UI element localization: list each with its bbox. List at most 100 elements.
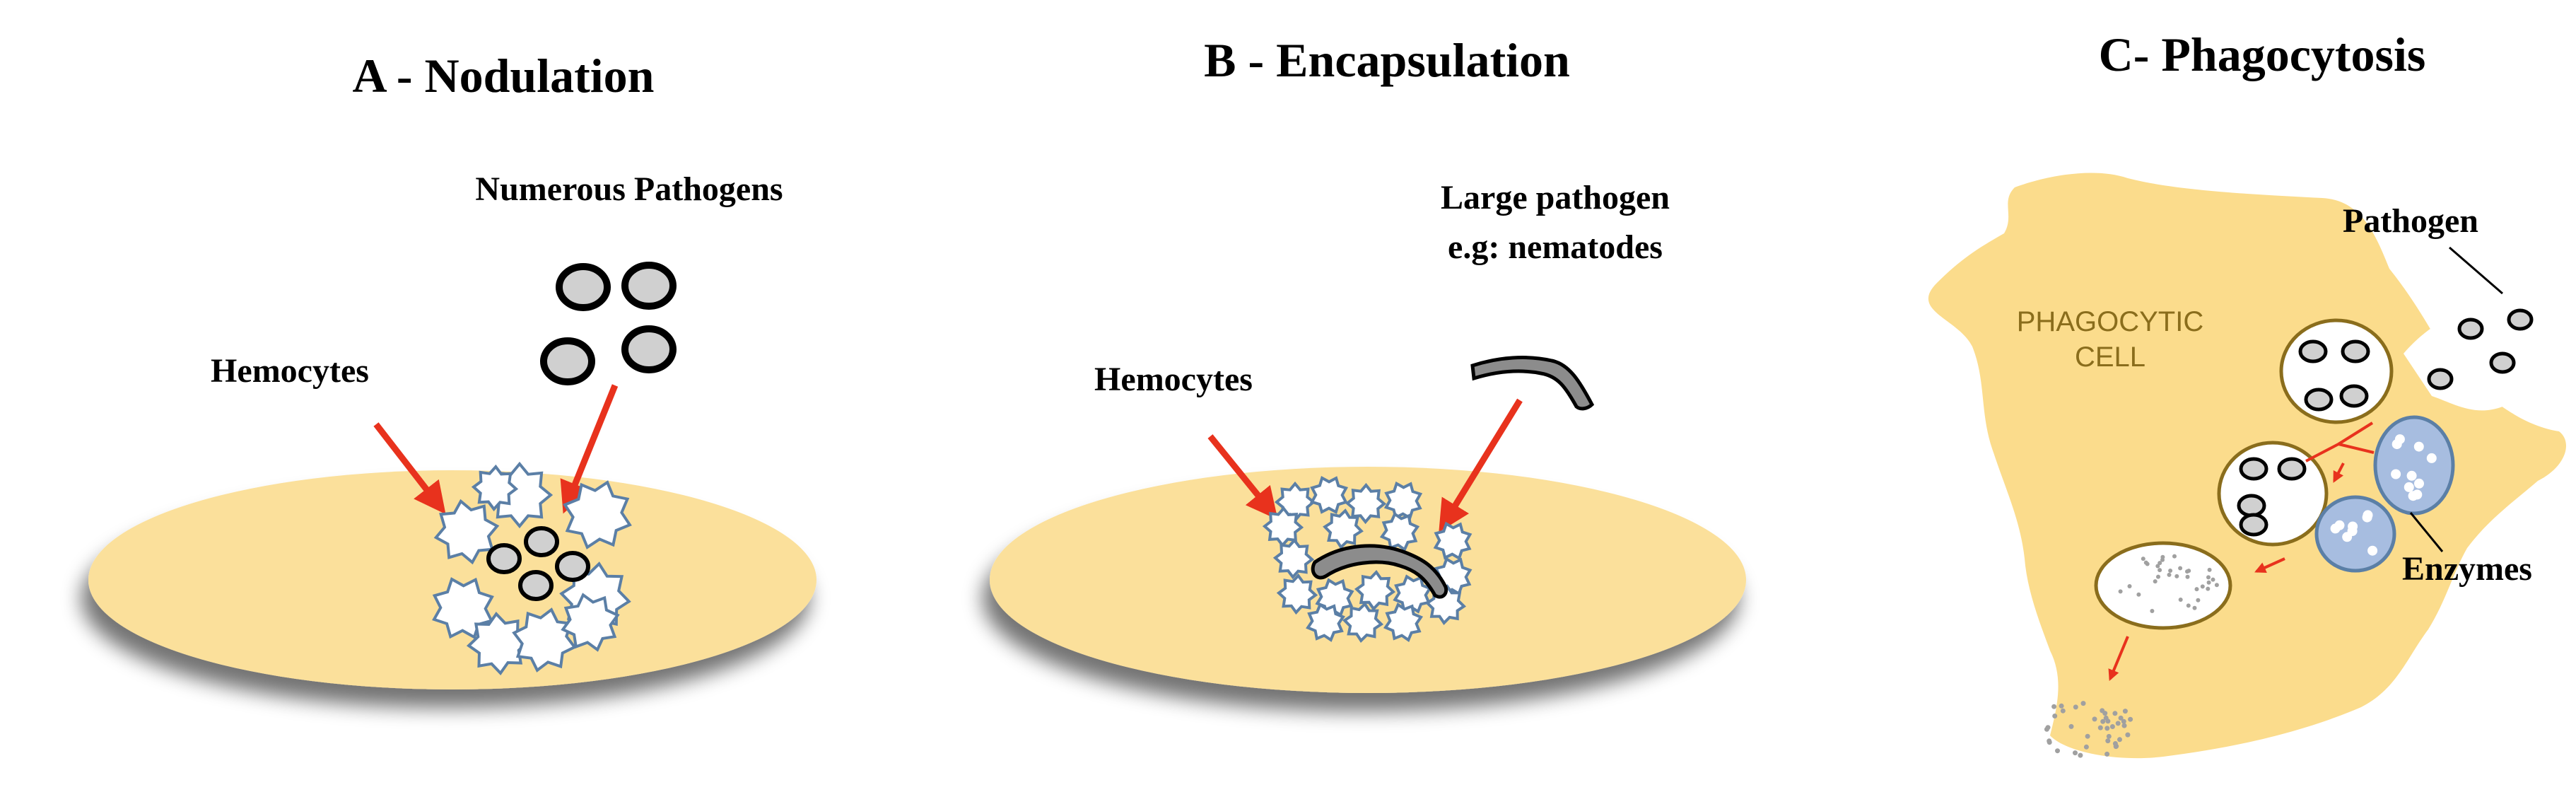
particle <box>2141 557 2145 561</box>
particle <box>2367 545 2378 556</box>
particle <box>2073 750 2078 756</box>
hemocyte <box>1323 508 1364 549</box>
particle <box>2051 704 2057 709</box>
particle <box>2105 738 2111 744</box>
hemocyte <box>561 593 620 652</box>
particle <box>2206 580 2211 585</box>
particle <box>2127 584 2132 588</box>
particle <box>2426 453 2437 463</box>
particle <box>2207 567 2212 572</box>
particle <box>2167 572 2172 577</box>
free-pathogens <box>540 262 677 385</box>
large-pathogen-label: Large pathogen <box>1441 179 1670 216</box>
particle <box>2178 566 2183 571</box>
hemocytes-label-a: Hemocytes <box>211 352 369 390</box>
free-nematode <box>1470 356 1595 411</box>
fusion-arrow <box>2333 462 2345 483</box>
pathogen-arrow-b <box>1439 398 1523 532</box>
lysosome-1 <box>2373 415 2455 516</box>
pathogen <box>2304 388 2334 412</box>
particle <box>2078 752 2083 758</box>
particle <box>2186 603 2191 608</box>
trapped-pathogens <box>486 526 590 601</box>
particle <box>2153 579 2158 584</box>
particle <box>2073 704 2078 710</box>
particle <box>2117 737 2122 743</box>
particle <box>2104 751 2110 757</box>
pathogen <box>2341 339 2370 363</box>
particle <box>2194 587 2199 592</box>
pathogen <box>2239 513 2268 537</box>
phagosome-1 <box>2279 318 2394 424</box>
particle <box>2192 605 2197 610</box>
digestion-arrow <box>2254 557 2285 574</box>
pathogen <box>518 570 554 601</box>
particle <box>2115 721 2121 726</box>
particle <box>2330 523 2341 534</box>
hemocyte <box>512 607 577 673</box>
panel-b-title: B - Encapsulation <box>1204 33 1570 87</box>
hemocyte <box>1393 574 1432 614</box>
pathogen <box>621 262 677 310</box>
hemocyte-arrow-b <box>1207 434 1278 520</box>
particle <box>2100 718 2106 724</box>
particle <box>2106 733 2112 739</box>
hemocyte-arrow-a <box>373 422 446 515</box>
particle <box>2059 703 2064 709</box>
particle <box>2168 569 2173 573</box>
particle <box>2080 701 2086 706</box>
particle <box>2100 708 2105 714</box>
pathogen <box>2298 339 2328 363</box>
pathogen <box>2239 457 2268 481</box>
particle <box>2196 598 2201 603</box>
hemocyte <box>1379 511 1420 552</box>
particle <box>2214 583 2219 588</box>
hemocyte <box>433 499 500 565</box>
phagocytic-cell-label: PHAGOCYTIC <box>2017 306 2203 337</box>
pathogen <box>556 263 611 311</box>
hemocytes-label-b: Hemocytes <box>1094 361 1253 398</box>
particle <box>2122 709 2128 714</box>
numerous-pathogens-label: Numerous Pathogens <box>475 170 783 208</box>
hemocyte <box>466 611 531 676</box>
hemocyte <box>1354 569 1396 612</box>
hemocyte <box>563 480 632 549</box>
particle <box>2047 740 2052 745</box>
particle <box>2363 510 2373 520</box>
particle <box>2185 574 2190 579</box>
pathogen <box>621 325 677 373</box>
particle <box>2136 592 2141 597</box>
encapsulated-nematode <box>1311 544 1448 599</box>
phagosome <box>2279 318 2394 424</box>
fusion-lines <box>2305 421 2375 462</box>
particle <box>2206 586 2211 591</box>
lysosome-2 <box>2314 495 2396 573</box>
particle <box>2155 564 2160 569</box>
hemocyte <box>1272 537 1315 580</box>
hemocyte <box>1262 506 1304 548</box>
hemocyte <box>432 577 494 639</box>
pathogen <box>2489 351 2516 374</box>
particle <box>2156 574 2160 579</box>
pathogen <box>486 543 522 574</box>
particle <box>2085 733 2090 739</box>
particle <box>2109 724 2115 729</box>
particle <box>2112 711 2118 716</box>
particle <box>2211 577 2215 582</box>
particle <box>2145 561 2150 566</box>
particle <box>2083 744 2089 750</box>
particle <box>2112 741 2118 746</box>
panel-c-title: C- Phagocytosis <box>2099 28 2426 81</box>
particle <box>2052 714 2058 718</box>
particle <box>2158 568 2162 573</box>
particle <box>2092 716 2097 722</box>
nematodes-label: e.g: nematodes <box>1448 228 1663 266</box>
particle <box>2097 725 2103 731</box>
particle <box>2104 726 2110 731</box>
particle <box>2060 708 2066 714</box>
particle <box>2391 469 2401 479</box>
hemocyte <box>1345 482 1387 525</box>
particle <box>2348 521 2358 532</box>
